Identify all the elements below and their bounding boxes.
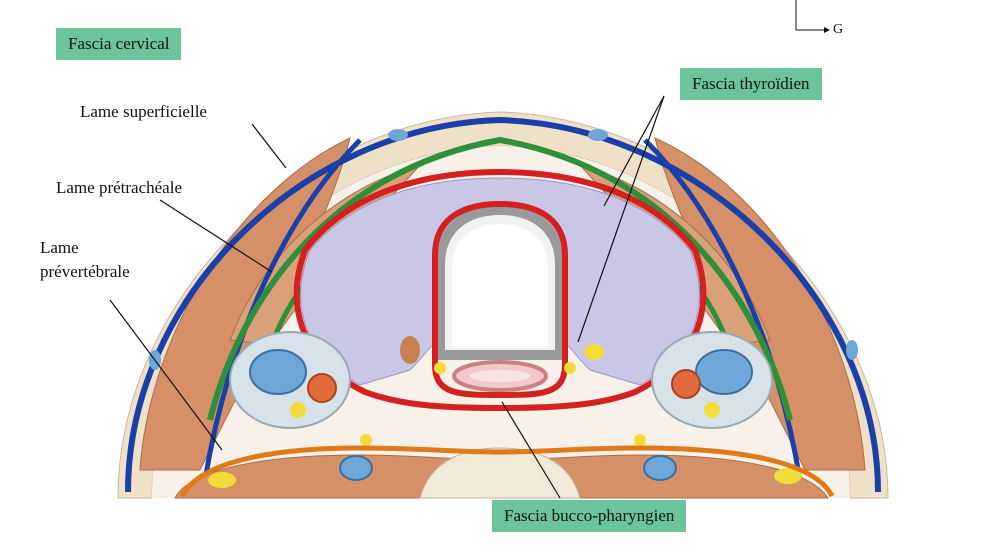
vessel-dot: [400, 336, 420, 364]
esophagus-lumen: [470, 370, 530, 382]
nerve-dot: [434, 362, 446, 374]
nerve-dot: [360, 434, 372, 446]
prevertebral-fascia-line: [179, 445, 835, 498]
prevertebral-vessel: [643, 455, 677, 481]
label-lame-prevertebrale-line2: prévertébrale: [40, 262, 130, 281]
nerve-dot: [584, 344, 604, 360]
orientation-label: G: [833, 22, 844, 37]
trachea-lumen: [452, 224, 548, 348]
title-box: Fascia cervical: [56, 28, 182, 60]
label-fascia-thyroidien: Fascia thyroïdien: [680, 68, 822, 100]
vessel-dot: [846, 340, 858, 360]
leader-line: [603, 95, 665, 207]
superficial-fascia-line: [125, 116, 881, 493]
left-vagus-nerve: [290, 402, 306, 418]
vertebral-body: [419, 447, 581, 499]
nerve-dot: [774, 468, 802, 484]
vessel-dot: [588, 129, 608, 141]
label-lame-pretracheale: Lame prétrachéale: [56, 178, 182, 197]
nerve-dot: [634, 434, 646, 446]
superficial-fascia-inner-left: [202, 138, 362, 481]
leader-line: [159, 199, 273, 273]
leader-line: [577, 95, 665, 343]
bucco-pharyngeal-fascia: [432, 200, 568, 399]
label-lame-superficielle: Lame superficielle: [80, 102, 207, 121]
prevertebral-vessel: [339, 455, 373, 481]
nerve-dot: [208, 472, 236, 488]
pretracheal-fascia-line: [207, 136, 793, 421]
leader-line: [251, 123, 287, 169]
leader-line: [501, 401, 561, 499]
right-vagus-nerve: [704, 402, 720, 418]
vessel-dot: [388, 129, 408, 141]
superficial-fascia-inner-right: [643, 138, 803, 481]
left-carotid-artery: [307, 373, 337, 403]
right-carotid-artery: [671, 369, 701, 399]
label-fascia-bucco-pharyngien: Fascia bucco-pharyngien: [492, 500, 687, 532]
leader-line: [109, 299, 223, 451]
right-jugular-vein: [695, 349, 753, 395]
label-lame-prevertebrale-line1: Lame: [40, 238, 79, 257]
orientation-arrowhead: [824, 27, 830, 33]
nerve-dot: [564, 362, 576, 374]
left-jugular-vein: [249, 349, 307, 395]
